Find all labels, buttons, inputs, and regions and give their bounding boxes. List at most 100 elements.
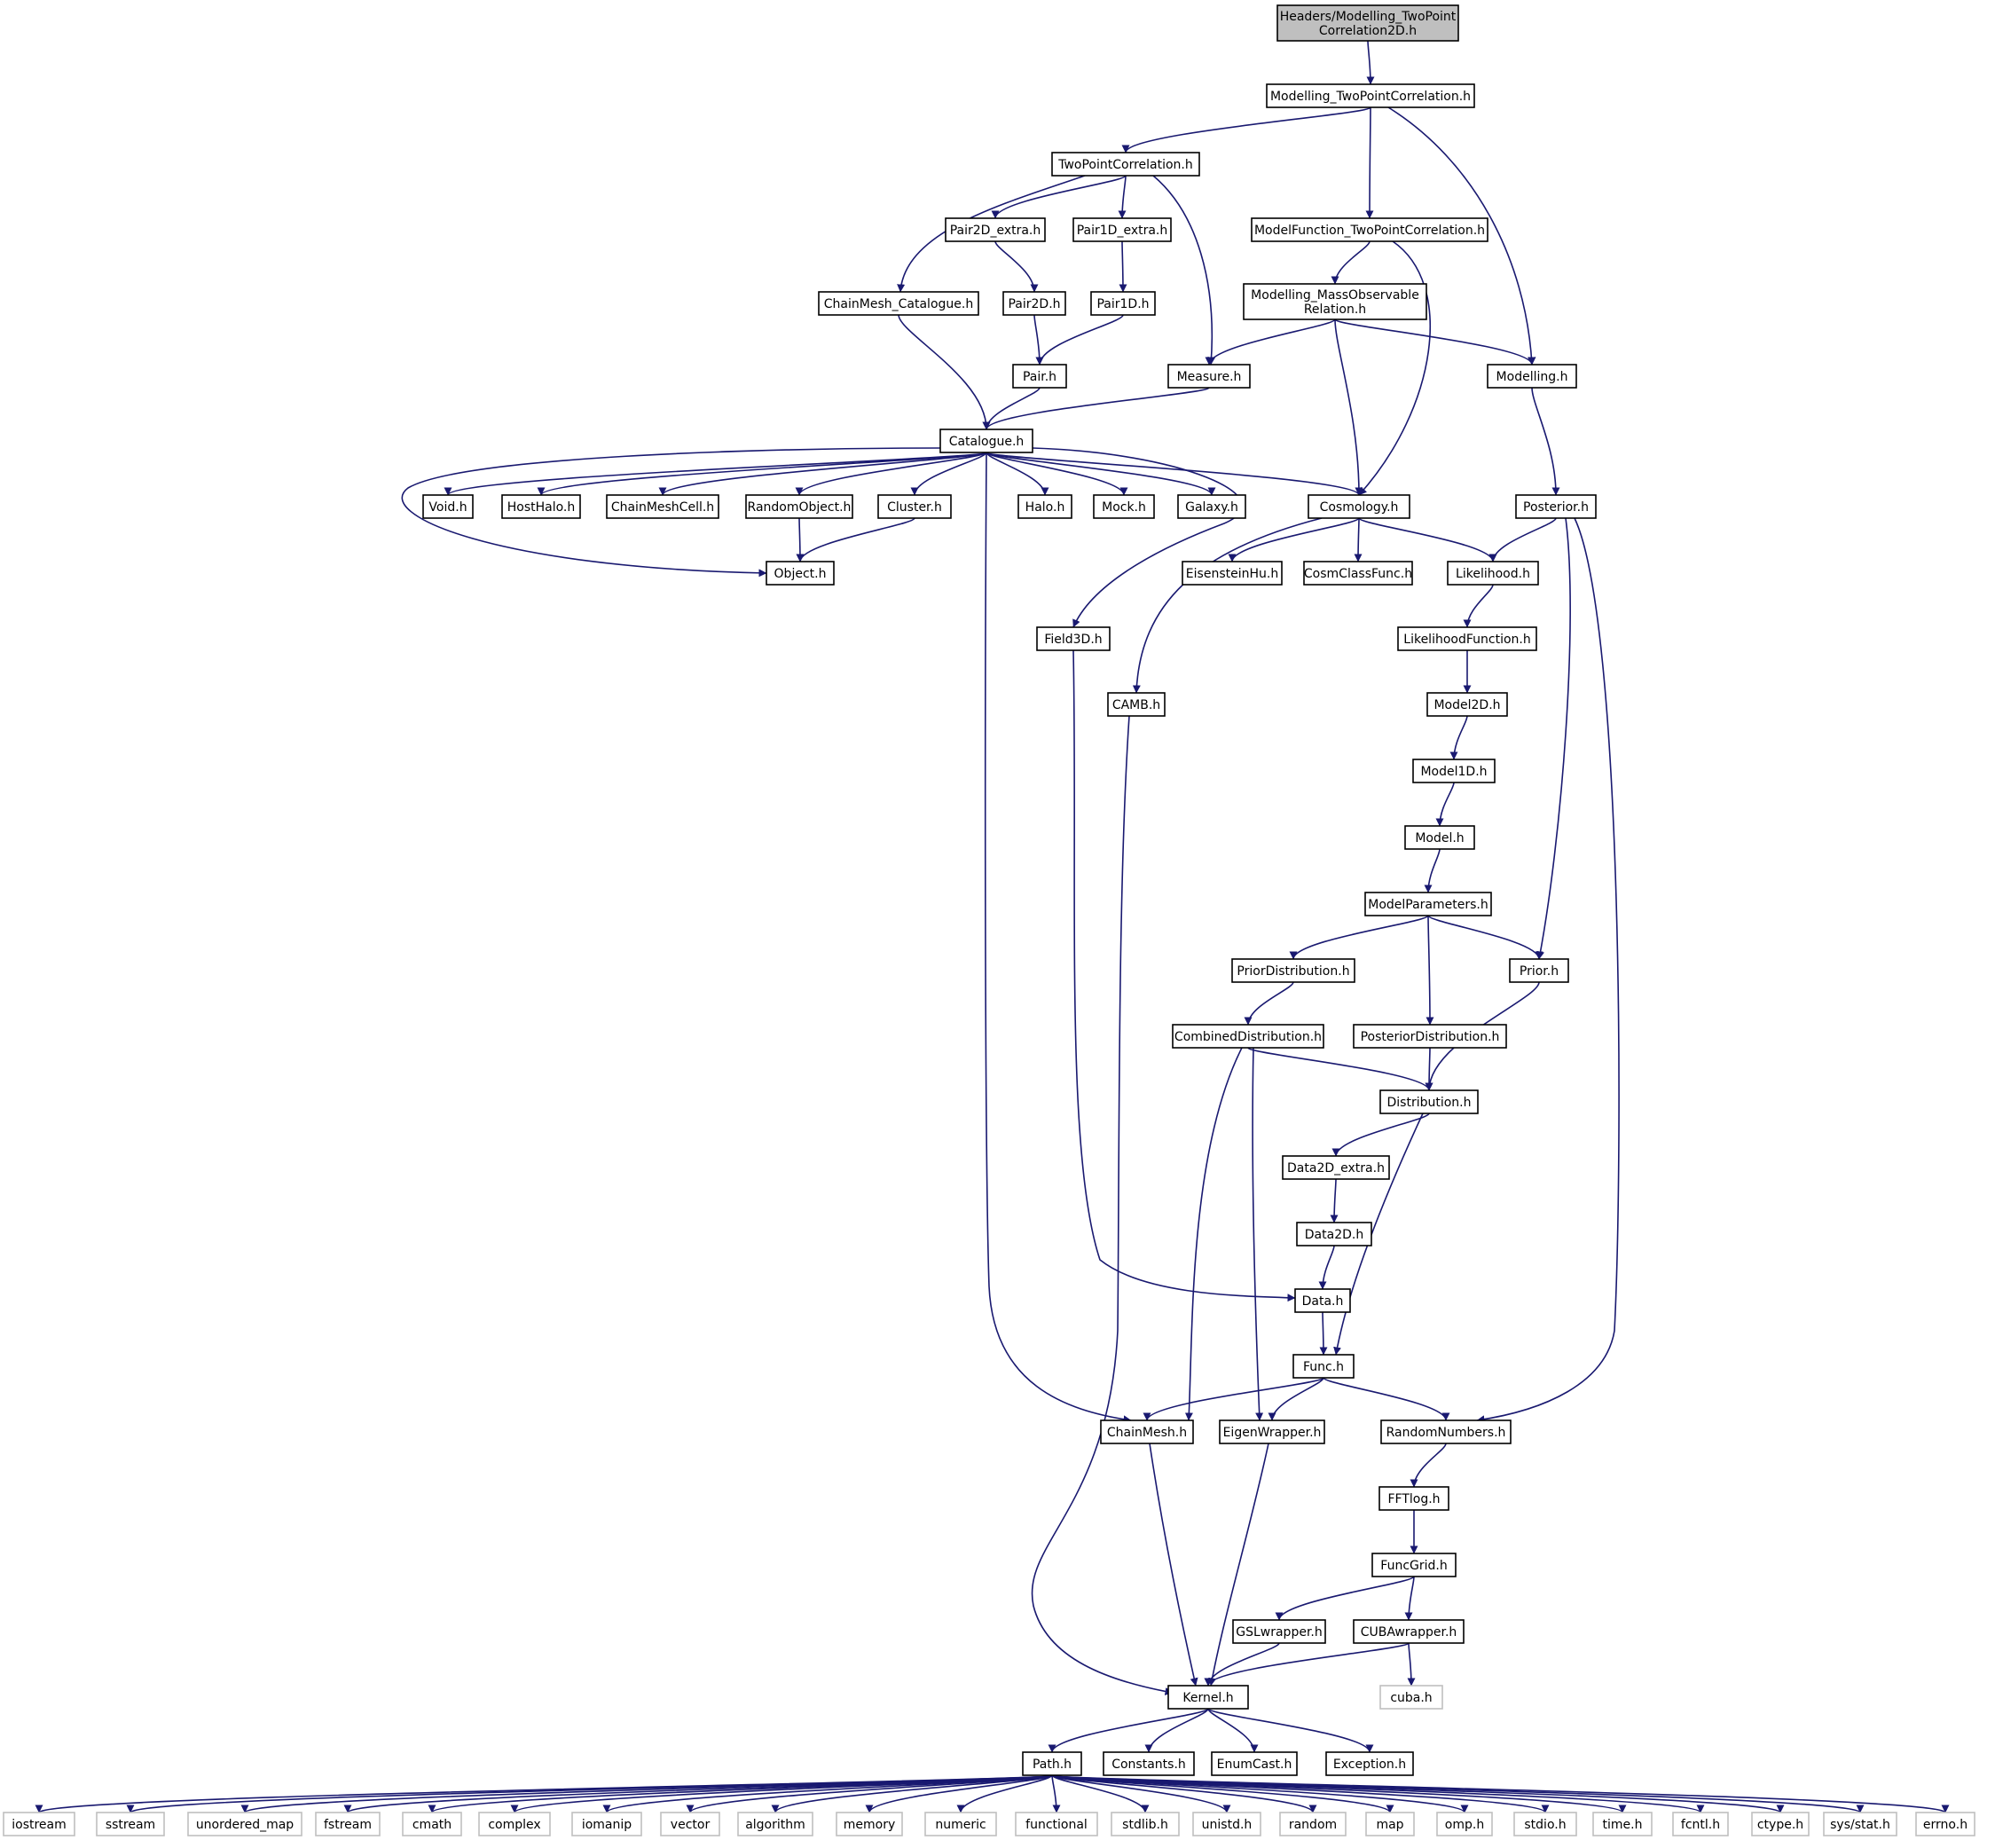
edge-line [1252,1047,1264,1421]
node-p1d[interactable]: Pair1D.h [1090,291,1156,316]
node-measure[interactable]: Measure.h [1167,364,1251,389]
node-funcgrid[interactable]: FuncGrid.h [1371,1553,1457,1577]
node-cmcell[interactable]: ChainMeshCell.h [606,494,719,519]
node-label: Prior.h [1520,964,1559,979]
node-cuba[interactable]: CUBAwrapper.h [1353,1619,1465,1644]
edge-line [1531,387,1560,496]
edge-likelihood-to-likefunc [1463,584,1494,628]
node-label: Pair2D.h [1008,297,1060,311]
node-halo[interactable]: Halo.h [1017,494,1072,519]
node-box [1672,1812,1729,1836]
node-chainmesh[interactable]: ChainMesh.h [1100,1419,1194,1444]
node-likelihood[interactable]: Likelihood.h [1447,561,1539,586]
node-mftpc[interactable]: ModelFunction_TwoPointCorrelation.h [1251,217,1488,242]
node-mtpc[interactable]: Modelling_TwoPointCorrelation.h [1266,83,1475,108]
edge-catalogue-to-mock [986,452,1128,496]
node-model2d[interactable]: Model2D.h [1426,692,1508,717]
edge-line [1488,517,1557,562]
node-s_stdlib: stdlib.h [1111,1812,1180,1836]
node-catalogue[interactable]: Catalogue.h [939,429,1033,453]
edge-line [1358,240,1431,496]
edge-tpc-to-p1dx [1118,175,1127,219]
node-field3d[interactable]: Field3D.h [1036,626,1111,651]
node-randnum[interactable]: RandomNumbers.h [1380,1419,1512,1444]
node-camb[interactable]: CAMB.h [1107,692,1166,717]
node-void[interactable]: Void.h [422,494,474,519]
node-label: RandomNumbers.h [1386,1426,1506,1440]
node-data2d[interactable]: Data2D.h [1296,1222,1372,1246]
node-exception[interactable]: Exception.h [1325,1751,1414,1776]
node-cmcat[interactable]: ChainMesh_Catalogue.h [818,291,979,316]
node-eigen[interactable]: EigenWrapper.h [1219,1419,1325,1444]
node-randobj[interactable]: RandomObject.h [745,494,853,519]
node-label: Posterior.h [1523,500,1589,515]
node-postdist[interactable]: PosteriorDistribution.h [1353,1024,1507,1049]
node-path[interactable]: Path.h [1022,1751,1082,1776]
node-root[interactable]: Headers/Modelling_TwoPointCorrelation2D.… [1276,4,1459,42]
node-box [1751,1812,1810,1836]
edge-mmor-to-modelling [1334,318,1536,366]
edge-cosmology-to-cosmclass [1354,517,1363,562]
edge-line [1387,106,1536,366]
edge-line [1149,1443,1198,1687]
node-p2dx[interactable]: Pair2D_extra.h [945,217,1046,242]
node-cosmology[interactable]: Cosmology.h [1308,494,1410,519]
node-box [1022,1751,1082,1776]
edge-line [1184,1047,1243,1421]
node-tpc[interactable]: TwoPointCorrelation.h [1051,152,1200,177]
node-model[interactable]: Model.h [1404,825,1475,850]
node-posterior[interactable]: Posterior.h [1515,494,1597,519]
node-s_map: map [1365,1812,1415,1836]
node-kernel[interactable]: Kernel.h [1167,1685,1249,1710]
node-box [818,291,979,316]
node-label: ChainMesh.h [1107,1426,1187,1440]
edge-mftpc-to-mmor [1331,240,1371,285]
edge-camb-to-kernel [1031,715,1174,1695]
node-model1d[interactable]: Model1D.h [1412,759,1496,783]
node-gsl[interactable]: GSLwrapper.h [1232,1619,1326,1644]
node-likefunc[interactable]: LikelihoodFunction.h [1397,626,1537,651]
node-constants[interactable]: Constants.h [1103,1751,1195,1776]
edge-cuba-to-cubah [1407,1642,1416,1687]
node-box [1371,1553,1457,1577]
node-box [1447,561,1539,586]
node-label: random [1289,1818,1337,1832]
node-box [606,494,719,519]
node-mock[interactable]: Mock.h [1093,494,1155,519]
node-eisenstein[interactable]: EisensteinHu.h [1182,561,1283,586]
node-hosthalo[interactable]: HostHalo.h [501,494,581,519]
node-data[interactable]: Data.h [1294,1288,1351,1313]
node-label: algorithm [745,1818,805,1832]
edge-line [984,452,1132,1424]
node-cluster[interactable]: Cluster.h [877,494,952,519]
node-s_vector: vector [660,1812,720,1836]
node-galaxy[interactable]: Galaxy.h [1177,494,1246,519]
node-object[interactable]: Object.h [766,561,835,586]
node-label: CAMB.h [1112,698,1160,712]
node-distribution[interactable]: Distribution.h [1379,1089,1479,1114]
node-layer: Headers/Modelling_TwoPointCorrelation2D.… [3,4,1975,1836]
node-combdist[interactable]: CombinedDistribution.h [1172,1024,1324,1049]
node-priordist[interactable]: PriorDistribution.h [1231,958,1355,983]
node-label: CosmClassFunc.h [1304,567,1412,581]
node-p1dx[interactable]: Pair1D_extra.h [1072,217,1172,242]
node-modelparams[interactable]: ModelParameters.h [1364,892,1492,916]
node-enumcast[interactable]: EnumCast.h [1211,1751,1298,1776]
edge-root-to-mtpc [1366,40,1375,85]
node-cosmclass[interactable]: CosmClassFunc.h [1303,561,1413,586]
edge-mtpc-to-tpc [1121,106,1371,153]
edge-path-to-s_numeric [956,1774,1053,1813]
node-fftlog[interactable]: FFTlog.h [1378,1486,1449,1511]
node-func[interactable]: Func.h [1292,1354,1355,1379]
node-label: ModelFunction_TwoPointCorrelation.h [1254,224,1485,238]
node-modelling[interactable]: Modelling.h [1487,364,1577,389]
node-data2dx[interactable]: Data2D_extra.h [1282,1155,1390,1180]
node-box [1823,1812,1897,1836]
node-prior[interactable]: Prior.h [1509,958,1569,983]
node-box [745,494,853,519]
node-label: EisensteinHu.h [1186,567,1278,581]
node-pair[interactable]: Pair.h [1012,364,1067,389]
node-p2d[interactable]: Pair2D.h [1002,291,1066,316]
